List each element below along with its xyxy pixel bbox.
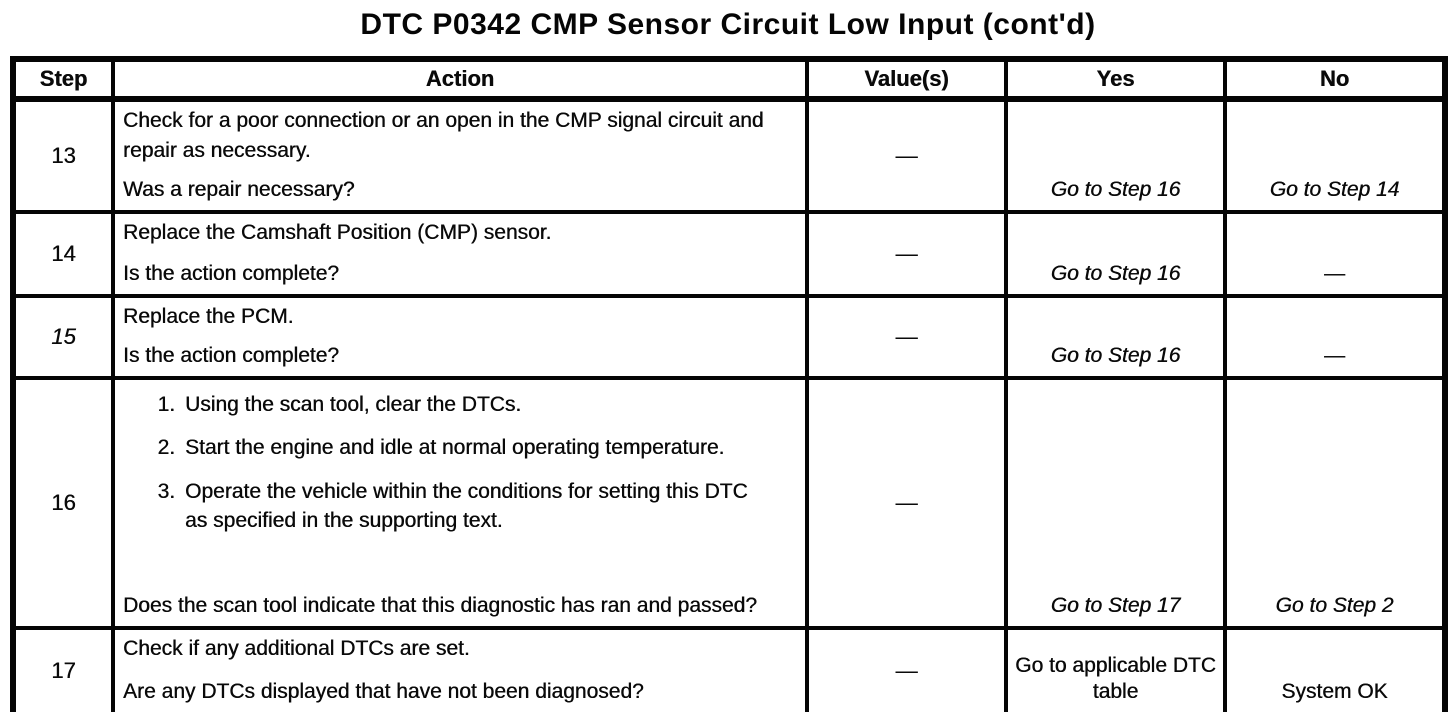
action-question: Is the action complete?: [123, 261, 339, 285]
yes-cell: Go to Step 17: [1004, 376, 1227, 630]
list-item-number: 2.: [157, 436, 175, 460]
value-cell: —: [805, 294, 1008, 380]
step-number: 13: [11, 97, 115, 214]
table-row-step-13: 13 Check for a poor connection or an ope…: [11, 97, 1447, 214]
step-number: 15: [11, 294, 115, 380]
table-row-step-17: 17 Check if any additional DTCs are set.…: [11, 626, 1447, 712]
yes-cell: Go to Step 16: [1004, 97, 1227, 214]
header-yes: Yes: [1004, 57, 1227, 102]
header-action: Action: [111, 57, 809, 102]
table-row-step-14: 14 Replace the Camshaft Position (CMP) s…: [11, 210, 1447, 298]
yes-cell: Go to applicable DTC table: [1004, 626, 1227, 712]
no-cell: Go to Step 14: [1223, 97, 1447, 214]
no-cell: —: [1223, 210, 1447, 298]
step-number: 14: [11, 210, 115, 298]
list-item: 2. Start the engine and idle at normal o…: [123, 433, 797, 462]
action-question: Does the scan tool indicate that this di…: [123, 593, 757, 617]
yes-cell: Go to Step 16: [1004, 294, 1227, 380]
table-row-step-16: 16 1. Using the scan tool, clear the DTC…: [11, 376, 1447, 630]
header-step: Step: [11, 57, 115, 102]
yes-cell: Go to Step 16: [1004, 210, 1227, 298]
table-row-step-15: 15 Replace the PCM. Is the action comple…: [11, 294, 1447, 380]
header-no: No: [1223, 57, 1447, 102]
header-values: Value(s): [805, 57, 1008, 102]
list-item-text: Operate the vehicle within the condition…: [185, 479, 748, 533]
action-cell: Replace the Camshaft Position (CMP) sens…: [111, 210, 809, 298]
dtc-diagnostic-table: Step Action Value(s) Yes No 13 Check for…: [10, 56, 1448, 712]
numbered-instruction-list: 1. Using the scan tool, clear the DTCs. …: [123, 386, 797, 550]
no-cell: —: [1223, 294, 1447, 380]
no-cell: Go to Step 2: [1223, 376, 1447, 630]
action-text: Replace the PCM.: [123, 305, 294, 328]
action-cell: Check if any additional DTCs are set. Ar…: [111, 626, 809, 712]
table-header-row: Step Action Value(s) Yes No: [11, 57, 1447, 102]
action-cell: Check for a poor connection or an open i…: [111, 97, 809, 214]
list-item: 3. Operate the vehicle within the condit…: [123, 477, 797, 536]
action-text: Check if any additional DTCs are set.: [123, 637, 470, 660]
action-text: Replace the Camshaft Position (CMP) sens…: [123, 221, 552, 244]
action-question: Is the action complete?: [123, 343, 339, 367]
list-item: 1. Using the scan tool, clear the DTCs.: [123, 390, 797, 419]
action-cell: Replace the PCM. Is the action complete?: [111, 294, 809, 380]
action-text: Check for a poor connection or an open i…: [123, 109, 764, 163]
page-title: DTC P0342 CMP Sensor Circuit Low Input (…: [360, 8, 1096, 41]
value-cell: —: [805, 97, 1008, 214]
list-item-number: 1.: [157, 393, 175, 416]
value-cell: —: [805, 626, 1008, 712]
list-item-number: 3.: [157, 479, 175, 503]
value-cell: —: [805, 376, 1008, 630]
no-cell: System OK: [1223, 626, 1447, 712]
action-cell: 1. Using the scan tool, clear the DTCs. …: [111, 376, 809, 630]
step-number: 17: [11, 626, 115, 712]
action-question: Are any DTCs displayed that have not bee…: [123, 679, 644, 703]
list-item-text: Start the engine and idle at normal oper…: [185, 436, 725, 460]
list-item-text: Using the scan tool, clear the DTCs.: [185, 393, 522, 416]
step-number: 16: [11, 376, 115, 630]
action-question: Was a repair necessary?: [123, 177, 355, 201]
value-cell: —: [805, 210, 1008, 298]
